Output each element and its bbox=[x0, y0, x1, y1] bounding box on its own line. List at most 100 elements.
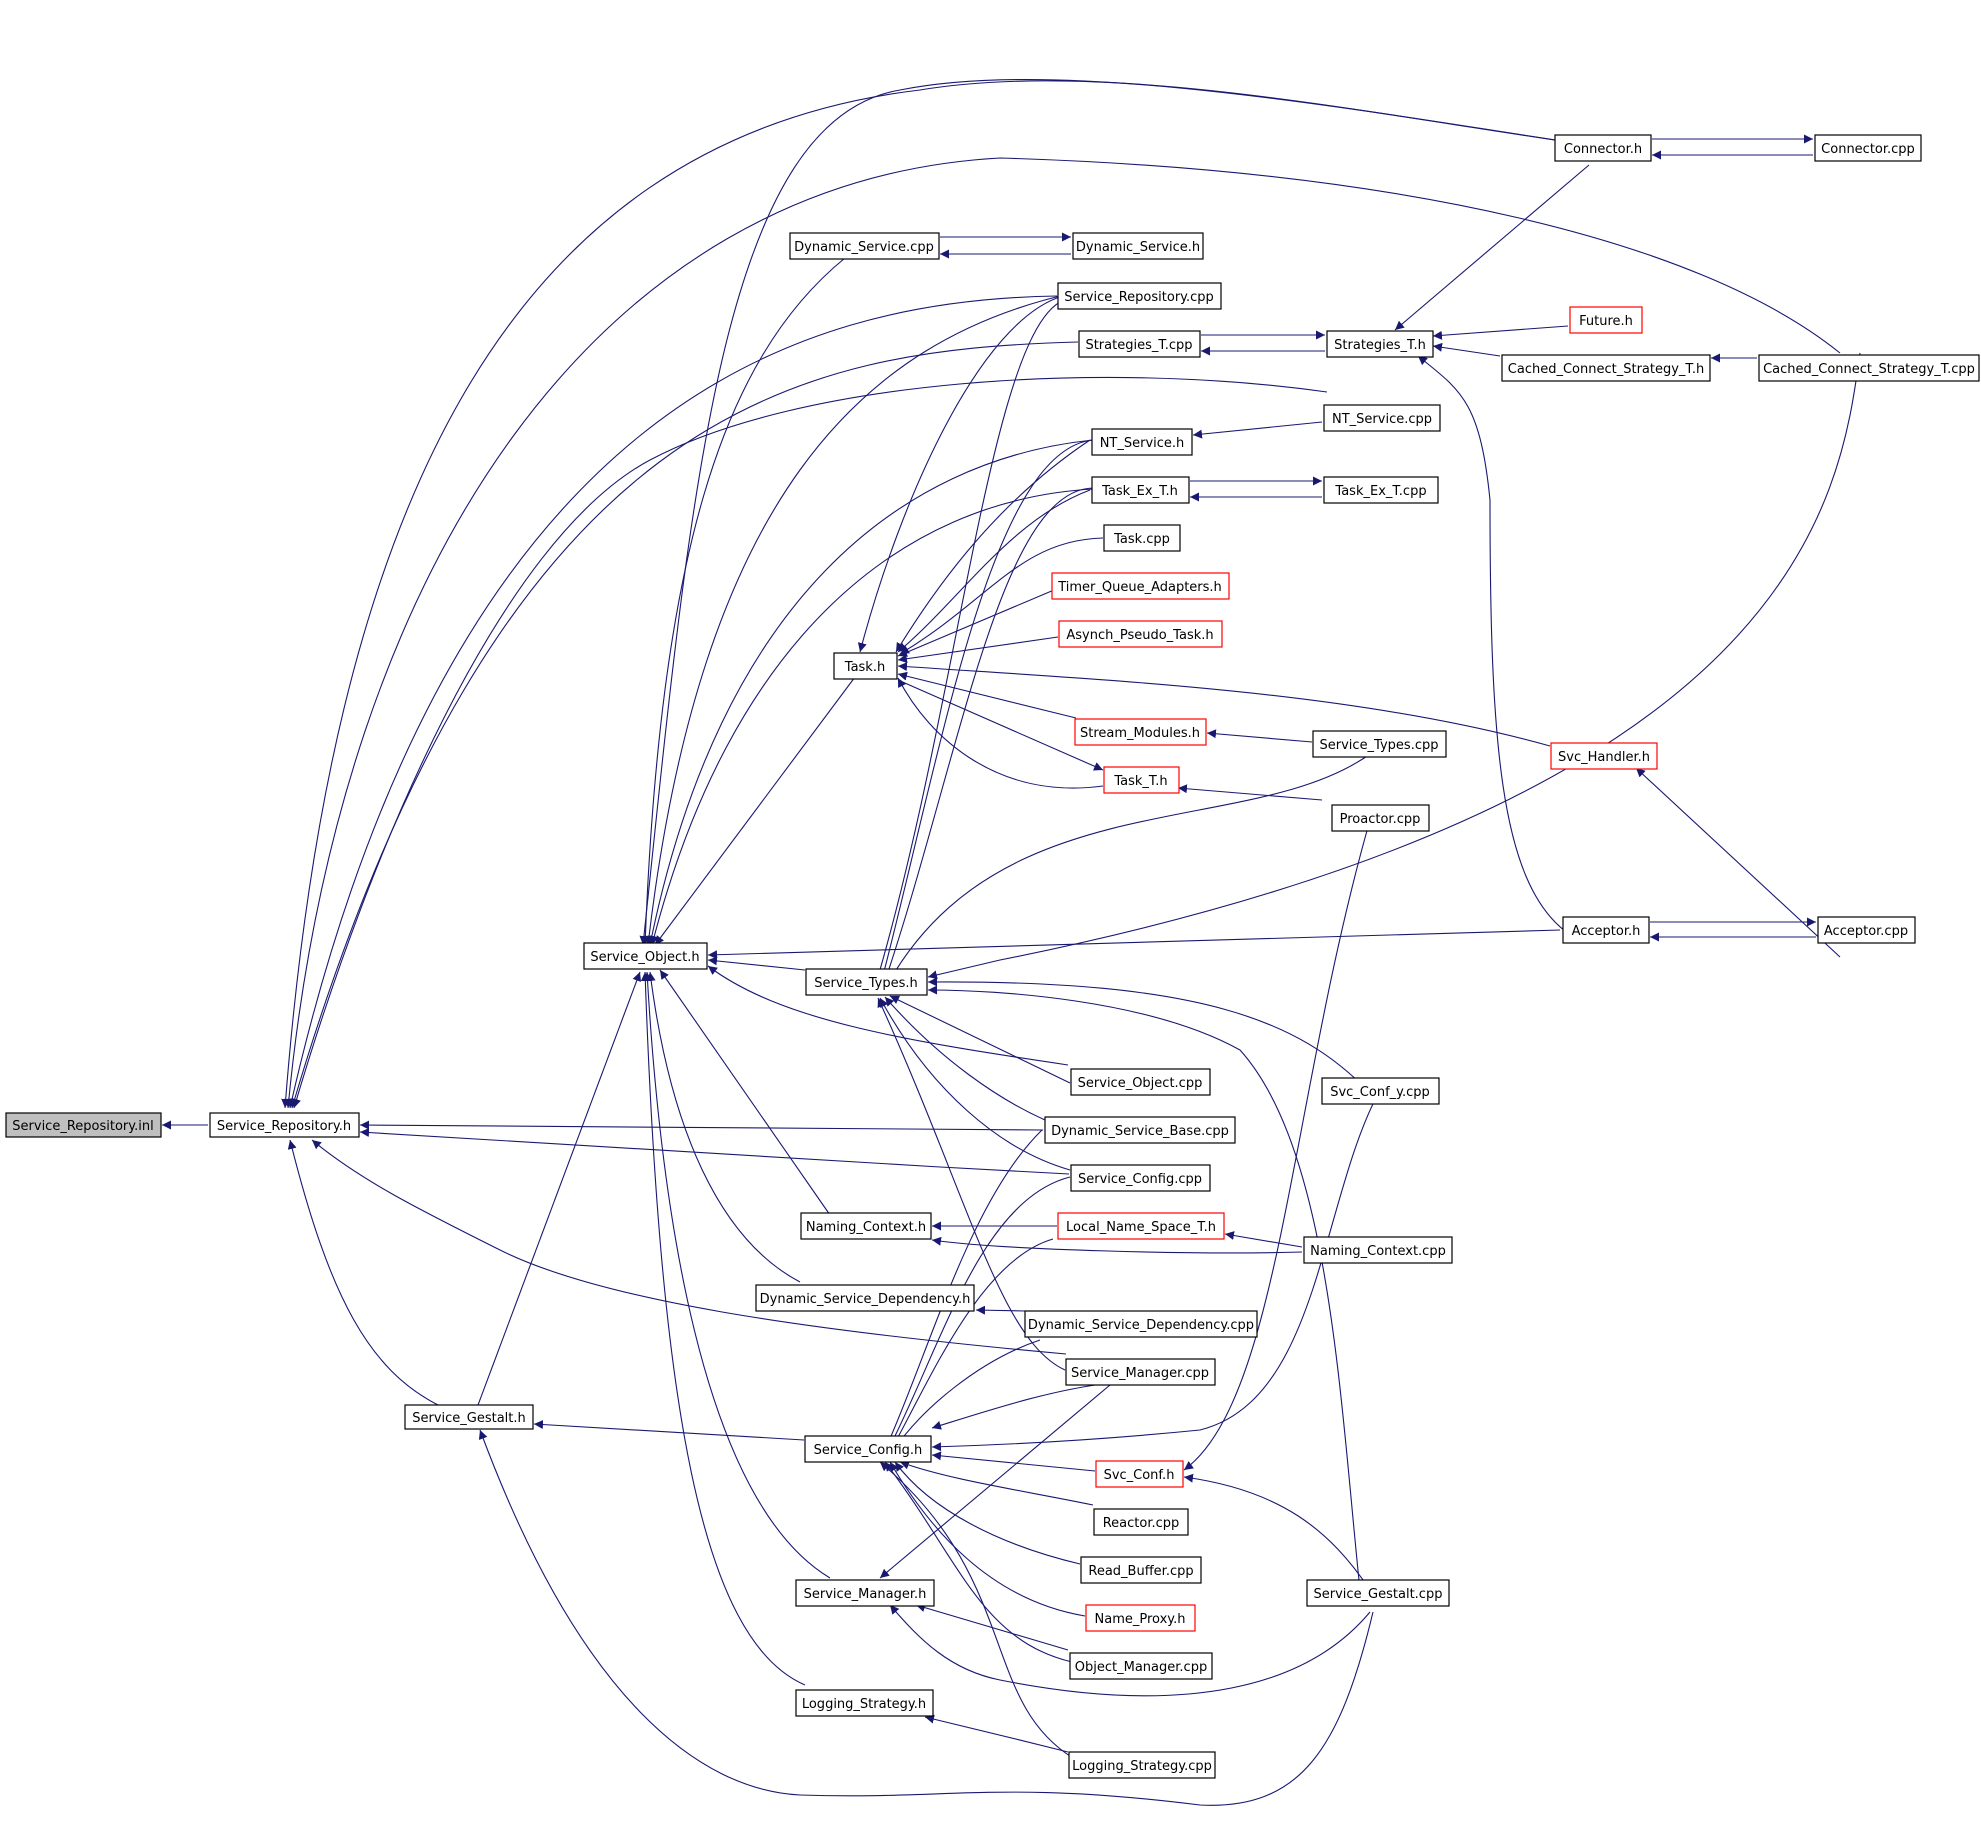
node-task-t-h[interactable]: Task_T.h bbox=[1103, 766, 1180, 794]
node-label: Service_Repository.h bbox=[217, 1119, 351, 1134]
node-name-proxy-h[interactable]: Name_Proxy.h bbox=[1085, 1604, 1196, 1632]
edge bbox=[707, 929, 1561, 960]
node-cached-connect-strategy-t-cpp[interactable]: Cached_Connect_Strategy_T.cpp bbox=[1758, 354, 1980, 382]
node-nt-service-h[interactable]: NT_Service.h bbox=[1091, 428, 1193, 456]
node-dynamic-service-dependency-h[interactable]: Dynamic_Service_Dependency.h bbox=[755, 1284, 975, 1312]
node-label: Service_Object.h bbox=[590, 950, 699, 965]
node-naming-context-cpp[interactable]: Naming_Context.cpp bbox=[1303, 1236, 1453, 1264]
node-task-ex-t-h[interactable]: Task_Ex_T.h bbox=[1091, 476, 1190, 504]
edge bbox=[707, 956, 806, 971]
edge bbox=[927, 977, 1371, 1094]
node-stream-modules-h[interactable]: Stream_Modules.h bbox=[1074, 718, 1207, 746]
node-service-config-h[interactable]: Service_Config.h bbox=[804, 1435, 932, 1463]
node-svc-conf-y-cpp[interactable]: Svc_Conf_y.cpp bbox=[1321, 1077, 1440, 1105]
edge bbox=[640, 971, 806, 1686]
node-service-types-cpp[interactable]: Service_Types.cpp bbox=[1312, 730, 1447, 758]
node-naming-context-h[interactable]: Naming_Context.h bbox=[800, 1212, 932, 1240]
node-timer-queue-adapters-h[interactable]: Timer_Queue_Adapters.h bbox=[1051, 572, 1230, 600]
node-label: Asynch_Pseudo_Task.h bbox=[1066, 628, 1213, 643]
node-label: Svc_Conf_y.cpp bbox=[1330, 1085, 1430, 1100]
edge bbox=[897, 671, 1077, 719]
node-task-cpp[interactable]: Task.cpp bbox=[1103, 524, 1181, 552]
node-label: Service_Manager.h bbox=[804, 1587, 927, 1602]
nodes: Service_Repository.inl Service_Repositor… bbox=[5, 134, 1980, 1779]
edge bbox=[1432, 342, 1501, 357]
node-dynamic-service-h[interactable]: Dynamic_Service.h bbox=[1072, 232, 1204, 260]
node-service-repository-inl[interactable]: Service_Repository.inl bbox=[5, 1112, 162, 1138]
node-future-h[interactable]: Future.h bbox=[1569, 306, 1643, 334]
node-label: Dynamic_Service.h bbox=[1076, 240, 1200, 255]
edge bbox=[915, 1603, 1069, 1651]
edge bbox=[897, 589, 1055, 657]
node-svc-conf-h[interactable]: Svc_Conf.h bbox=[1095, 1460, 1184, 1488]
edge bbox=[659, 969, 831, 1216]
node-svc-handler-h[interactable]: Svc_Handler.h bbox=[1550, 742, 1658, 770]
edge bbox=[924, 1714, 1069, 1753]
node-service-manager-h[interactable]: Service_Manager.h bbox=[795, 1579, 935, 1607]
node-label: Future.h bbox=[1579, 314, 1633, 329]
node-label: Service_Object.cpp bbox=[1078, 1076, 1203, 1091]
edge bbox=[643, 971, 831, 1579]
node-acceptor-cpp[interactable]: Acceptor.cpp bbox=[1817, 916, 1916, 944]
node-logging-strategy-h[interactable]: Logging_Strategy.h bbox=[795, 1689, 934, 1717]
edge bbox=[1432, 325, 1569, 340]
edge bbox=[889, 995, 1071, 1084]
node-asynch-pseudo-task-h[interactable]: Asynch_Pseudo_Task.h bbox=[1058, 620, 1223, 648]
edge bbox=[893, 1339, 1041, 1451]
edge bbox=[533, 1420, 805, 1441]
node-service-gestalt-cpp[interactable]: Service_Gestalt.cpp bbox=[1306, 1579, 1450, 1607]
node-label: Cached_Connect_Strategy_T.cpp bbox=[1763, 362, 1975, 377]
edge bbox=[287, 1139, 439, 1406]
node-service-config-cpp[interactable]: Service_Config.cpp bbox=[1070, 1164, 1211, 1192]
node-label: Dynamic_Service_Dependency.h bbox=[760, 1292, 971, 1307]
node-dynamic-service-base-cpp[interactable]: Dynamic_Service_Base.cpp bbox=[1044, 1116, 1236, 1144]
edge bbox=[292, 376, 1328, 1109]
node-nt-service-cpp[interactable]: NT_Service.cpp bbox=[1323, 404, 1441, 432]
node-label: Dynamic_Service_Dependency.cpp bbox=[1028, 1318, 1254, 1333]
node-label: Service_Config.cpp bbox=[1078, 1172, 1202, 1187]
node-label: Local_Name_Space_T.h bbox=[1066, 1220, 1216, 1235]
edge bbox=[477, 971, 642, 1406]
node-task-h[interactable]: Task.h bbox=[833, 652, 898, 680]
node-label: Service_Repository.cpp bbox=[1064, 290, 1214, 305]
node-service-gestalt-h[interactable]: Service_Gestalt.h bbox=[404, 1404, 534, 1430]
node-service-object-h[interactable]: Service_Object.h bbox=[583, 942, 708, 970]
edge bbox=[1224, 1231, 1303, 1248]
node-read-buffer-cpp[interactable]: Read_Buffer.cpp bbox=[1080, 1556, 1202, 1584]
edge bbox=[877, 439, 1094, 988]
node-object-manager-cpp[interactable]: Object_Manager.cpp bbox=[1069, 1652, 1213, 1680]
node-service-repository-h[interactable]: Service_Repository.h bbox=[209, 1112, 360, 1138]
node-dynamic-service-dependency-cpp[interactable]: Dynamic_Service_Dependency.cpp bbox=[1024, 1310, 1258, 1338]
node-dynamic-service-cpp[interactable]: Dynamic_Service.cpp bbox=[789, 232, 940, 260]
node-strategies-t-h[interactable]: Strategies_T.h bbox=[1326, 330, 1434, 358]
node-service-types-h[interactable]: Service_Types.h bbox=[805, 968, 928, 996]
node-reactor-cpp[interactable]: Reactor.cpp bbox=[1093, 1508, 1189, 1536]
node-label: Reactor.cpp bbox=[1103, 1516, 1180, 1531]
node-label: Service_Gestalt.h bbox=[412, 1411, 526, 1426]
edge bbox=[857, 295, 1064, 653]
node-label: Task.cpp bbox=[1113, 532, 1170, 547]
edge bbox=[884, 996, 1046, 1121]
edge bbox=[1417, 355, 1566, 932]
node-service-manager-cpp[interactable]: Service_Manager.cpp bbox=[1065, 1358, 1216, 1386]
node-acceptor-h[interactable]: Acceptor.h bbox=[1562, 916, 1650, 944]
node-task-ex-t-cpp[interactable]: Task_Ex_T.cpp bbox=[1323, 476, 1439, 504]
node-label: Service_Types.cpp bbox=[1320, 738, 1439, 753]
node-local-name-space-t-h[interactable]: Local_Name_Space_T.h bbox=[1057, 1212, 1225, 1240]
node-label: Object_Manager.cpp bbox=[1075, 1660, 1207, 1675]
node-label: Service_Types.h bbox=[814, 976, 918, 991]
node-cached-connect-strategy-t-h[interactable]: Cached_Connect_Strategy_T.h bbox=[1501, 354, 1711, 382]
node-label: Strategies_T.h bbox=[1334, 338, 1426, 353]
node-strategies-t-cpp[interactable]: Strategies_T.cpp bbox=[1078, 330, 1201, 358]
node-service-object-cpp[interactable]: Service_Object.cpp bbox=[1070, 1068, 1211, 1096]
edge bbox=[884, 1129, 1043, 1451]
edge bbox=[1192, 421, 1323, 439]
node-service-repository-cpp[interactable]: Service_Repository.cpp bbox=[1057, 282, 1222, 310]
node-connector-cpp[interactable]: Connector.cpp bbox=[1814, 134, 1922, 162]
edge bbox=[639, 79, 1556, 946]
node-proactor-cpp[interactable]: Proactor.cpp bbox=[1331, 804, 1430, 832]
node-label: NT_Service.h bbox=[1100, 436, 1185, 451]
edge bbox=[649, 488, 1094, 946]
node-logging-strategy-cpp[interactable]: Logging_Strategy.cpp bbox=[1068, 1751, 1216, 1779]
node-connector-h[interactable]: Connector.h bbox=[1554, 134, 1652, 162]
